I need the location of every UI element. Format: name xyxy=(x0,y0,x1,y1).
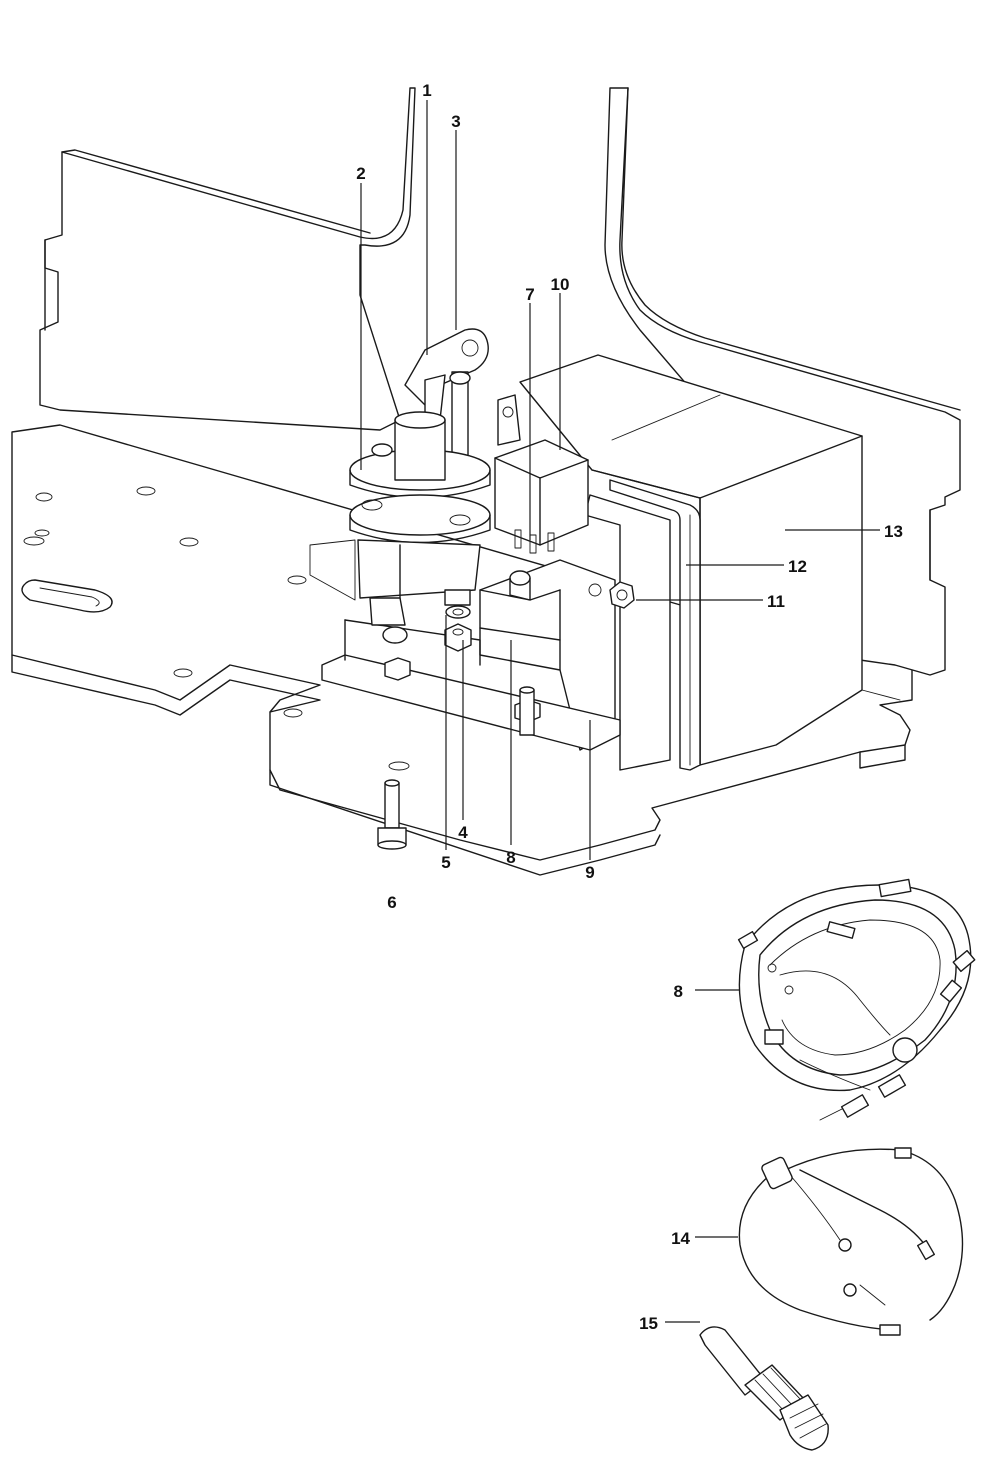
callout-9: 9 xyxy=(585,863,594,882)
leader-lines xyxy=(360,100,880,1323)
callout-4: 4 xyxy=(458,823,468,842)
left-housing-wall xyxy=(39,87,416,431)
callout-5: 5 xyxy=(441,853,450,872)
cover-plate xyxy=(609,479,701,771)
callout-11: 11 xyxy=(767,592,785,611)
screws xyxy=(377,686,535,850)
callout-8-harness: 8 xyxy=(674,982,683,1001)
callout-3: 3 xyxy=(451,112,460,131)
right-housing-wall xyxy=(604,87,961,676)
callout-12: 12 xyxy=(788,557,807,576)
wire-harness xyxy=(737,878,976,1121)
callout-labels: 1 2 3 4 5 6 7 8 9 10 11 12 13 8 14 15 xyxy=(356,81,903,1333)
callout-14: 14 xyxy=(671,1229,690,1248)
callout-15: 15 xyxy=(639,1314,658,1333)
washer-and-nut xyxy=(444,605,472,652)
connector xyxy=(699,1326,829,1451)
circuit-breaker xyxy=(479,559,616,751)
callout-1: 1 xyxy=(422,81,431,100)
callout-8-breaker: 8 xyxy=(506,848,515,867)
callout-10: 10 xyxy=(551,275,570,294)
callout-2: 2 xyxy=(356,164,365,183)
relay xyxy=(494,439,589,554)
hex-nut xyxy=(609,581,635,609)
wire-harness-small xyxy=(738,1147,964,1336)
callout-6: 6 xyxy=(387,893,396,912)
callout-13: 13 xyxy=(884,522,903,541)
callout-7: 7 xyxy=(525,285,534,304)
ignition-switch xyxy=(349,328,491,644)
